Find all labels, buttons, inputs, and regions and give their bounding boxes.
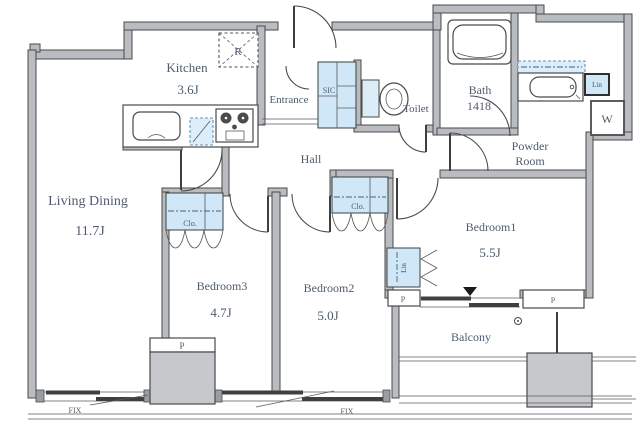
bedroom1-linen-closet: Lin bbox=[386, 247, 438, 288]
powder-door-arc bbox=[449, 132, 489, 172]
sic-label: SIC bbox=[323, 86, 335, 95]
toilet-fixture bbox=[361, 79, 409, 118]
bedroom2-closet-label: Clo. bbox=[351, 202, 365, 211]
bedroom1-door-arc bbox=[396, 177, 439, 220]
powder-room-label-2: Room bbox=[515, 154, 545, 168]
fix-label: FIX bbox=[69, 406, 82, 415]
bath-label: Bath bbox=[469, 83, 492, 97]
bifold-door-marks bbox=[420, 249, 438, 287]
pillar-label: P bbox=[179, 341, 184, 351]
bedroom3-label: Bedroom3 bbox=[197, 279, 248, 293]
toilet-door-arc bbox=[398, 124, 427, 153]
bedroom2-closet: Clo. bbox=[331, 176, 389, 232]
kitchen-label: Kitchen bbox=[166, 60, 208, 75]
bedroom1-size: 5.5J bbox=[479, 245, 500, 260]
powder-room-label-1: Powder bbox=[512, 139, 549, 153]
hall-label: Hall bbox=[301, 152, 322, 166]
fix-glass-mark bbox=[89, 394, 149, 406]
shoe-closet: SIC bbox=[317, 61, 357, 129]
bedroom3-size: 4.7J bbox=[210, 305, 231, 320]
bedroom1-label: Bedroom1 bbox=[466, 220, 517, 234]
bath-size: 1418 bbox=[467, 99, 491, 113]
sink-faucet bbox=[147, 134, 166, 139]
bedroom1-linen-label: Lin bbox=[400, 263, 408, 273]
doors bbox=[180, 5, 511, 233]
basin-faucet bbox=[569, 84, 575, 90]
linen-top-label: Lin bbox=[592, 81, 602, 89]
kitchen-door-arc bbox=[180, 149, 223, 192]
grill bbox=[225, 130, 245, 141]
walls bbox=[27, 4, 633, 399]
living-dining-label: Living Dining bbox=[48, 194, 128, 209]
entrance-label: Entrance bbox=[269, 94, 308, 106]
hanger-scallops bbox=[165, 229, 224, 249]
kitchen-counter bbox=[122, 104, 259, 148]
windows bbox=[35, 287, 520, 403]
bedroom3-closet: Clo. bbox=[165, 192, 224, 249]
pillar-label: P bbox=[401, 295, 406, 304]
bedroom2-label: Bedroom2 bbox=[304, 281, 355, 295]
balcony-access-marker bbox=[463, 287, 477, 296]
refrigerator-space: R bbox=[218, 32, 259, 68]
pillars: P P P bbox=[149, 289, 593, 408]
pillar-block bbox=[149, 351, 216, 405]
room-labels: Kitchen 3.6J Entrance Toilet Bath 1418 P… bbox=[48, 60, 548, 416]
toilet-bowl bbox=[379, 82, 409, 116]
washer-space: W bbox=[590, 100, 625, 136]
bedroom3-door-arc bbox=[229, 193, 269, 233]
pillar-block bbox=[526, 352, 593, 408]
sic-door-arc bbox=[285, 65, 310, 90]
fix-label: FIX bbox=[341, 407, 354, 416]
balcony-drain-icon bbox=[514, 317, 522, 325]
hanger-scallops bbox=[331, 212, 389, 232]
balcony-detail bbox=[399, 312, 636, 404]
pillar-label: P bbox=[551, 296, 556, 305]
living-dining-size: 11.7J bbox=[75, 224, 105, 239]
bedroom3-closet-label: Clo. bbox=[183, 219, 197, 228]
toilet-tank bbox=[361, 79, 380, 118]
linen-closet-top: Lin bbox=[584, 73, 610, 96]
fix-glass-mark bbox=[255, 390, 335, 408]
kitchen-sink bbox=[132, 111, 181, 141]
front-door-arc bbox=[293, 5, 337, 49]
vanity bbox=[517, 60, 586, 102]
bedroom2-size: 5.0J bbox=[317, 308, 338, 323]
bathtub bbox=[447, 19, 512, 65]
kitchen-size: 3.6J bbox=[177, 82, 198, 97]
refrigerator-label: R bbox=[234, 46, 242, 58]
washbasin bbox=[529, 76, 577, 98]
washer-label: W bbox=[601, 112, 613, 126]
balcony-label: Balcony bbox=[451, 330, 491, 344]
site-boundary bbox=[28, 390, 632, 420]
bedroom2-door-arc bbox=[291, 193, 331, 233]
toilet-label: Toilet bbox=[403, 103, 429, 115]
bath-door-arc bbox=[469, 95, 511, 137]
